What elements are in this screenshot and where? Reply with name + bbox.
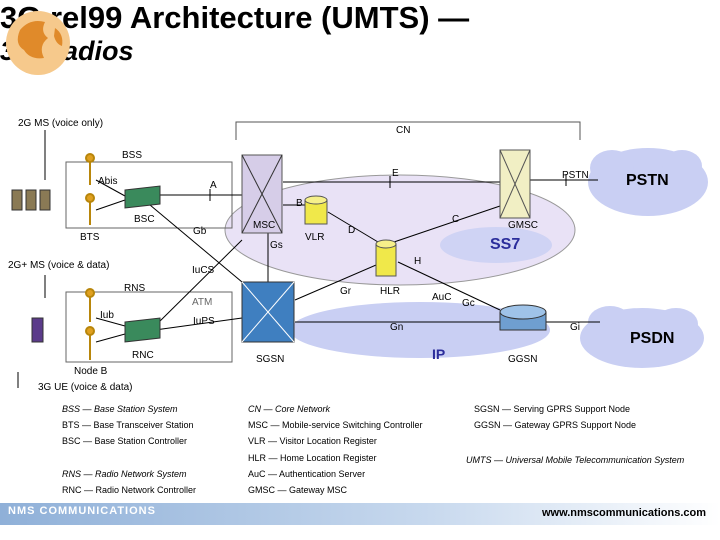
label-gn: Gn bbox=[390, 322, 404, 333]
legend-item: AuC — Authentication Server bbox=[248, 469, 366, 479]
legend-item: GGSN — Gateway GPRS Support Node bbox=[474, 420, 637, 430]
label-auc: AuC bbox=[432, 292, 452, 303]
label-pstn-interface: PSTN bbox=[562, 170, 589, 181]
ss7-cloud-icon bbox=[440, 227, 552, 263]
rnc-icon bbox=[124, 317, 161, 343]
label-msc: MSC bbox=[253, 220, 276, 231]
label-ip: IP bbox=[432, 346, 446, 362]
label-pstn-cloud: PSTN bbox=[626, 172, 669, 189]
website-link[interactable]: www.nmscommunications.com bbox=[541, 507, 706, 519]
interface-lines bbox=[17, 130, 600, 388]
router-icon bbox=[499, 304, 547, 331]
label-bss: BSS bbox=[122, 150, 143, 161]
label-gmsc: GMSC bbox=[508, 220, 538, 231]
legend-item: MSC — Mobile-service Switching Controlle… bbox=[248, 420, 423, 430]
label-psdn: PSDN bbox=[630, 330, 675, 347]
legend-item: HLR — Home Location Register bbox=[248, 453, 377, 463]
label-atm: ATM bbox=[192, 297, 213, 308]
label-node-b: Node B bbox=[74, 366, 108, 377]
page-title: 3G rel99 Architecture (UMTS) — bbox=[0, 0, 470, 35]
phone-icon bbox=[11, 189, 51, 343]
label-gs: Gs bbox=[270, 240, 283, 251]
legend-item: UMTS — Universal Mobile Telecommunicatio… bbox=[466, 455, 685, 465]
label-2g-ms: 2G MS (voice only) bbox=[18, 118, 104, 129]
label-3g-ue: 3G UE (voice & data) bbox=[38, 382, 133, 393]
label-gi: Gi bbox=[570, 322, 580, 333]
label-iups: IuPS bbox=[193, 316, 215, 327]
label-gb: Gb bbox=[193, 226, 207, 237]
psdn-cloud-icon bbox=[580, 306, 704, 368]
label-iucs: IuCS bbox=[192, 265, 215, 276]
label-gc: Gc bbox=[462, 298, 475, 309]
legend-item: SGSN — Serving GPRS Support Node bbox=[474, 404, 631, 414]
label-2g-plus-ms: 2G+ MS (voice & data) bbox=[8, 260, 110, 271]
legend-item: BSC — Base Station Controller bbox=[62, 436, 188, 446]
label-sgsn: SGSN bbox=[256, 354, 285, 365]
label-rns: RNS bbox=[124, 283, 146, 294]
label-rnc: RNC bbox=[132, 350, 154, 361]
company-logo: NMS COMMUNICATIONS bbox=[8, 505, 156, 517]
label-e: E bbox=[392, 168, 399, 179]
vlr-node bbox=[304, 195, 328, 225]
legend-item: RNC — Radio Network Controller bbox=[62, 485, 197, 495]
label-a: A bbox=[210, 180, 217, 191]
ip-cloud-icon bbox=[290, 302, 550, 358]
label-h: H bbox=[414, 256, 422, 267]
legend-item: RNS — Radio Network System bbox=[62, 469, 187, 479]
label-bsc: BSC bbox=[134, 214, 155, 225]
label-gr: Gr bbox=[340, 286, 352, 297]
legend-item: CN — Core Network bbox=[248, 404, 331, 414]
label-cn: CN bbox=[396, 125, 411, 136]
label-hlr: HLR bbox=[380, 286, 401, 297]
label-abis: Abis bbox=[98, 176, 118, 187]
legend-item: BSS — Base Station System bbox=[62, 404, 178, 414]
cn-bracket bbox=[235, 121, 581, 140]
sgsn-node bbox=[241, 281, 295, 343]
globe-icon bbox=[6, 11, 70, 75]
label-ss7: SS7 bbox=[490, 236, 521, 253]
legend-item: GMSC — Gateway MSC bbox=[248, 485, 348, 495]
legend-item: VLR — Visitor Location Register bbox=[248, 436, 377, 446]
label-c: C bbox=[452, 214, 460, 225]
label-b: B bbox=[296, 198, 303, 209]
hlr-node bbox=[375, 239, 397, 277]
bsc-icon bbox=[124, 185, 161, 209]
label-bts: BTS bbox=[80, 232, 100, 243]
label-vlr: VLR bbox=[305, 232, 325, 243]
label-ggsn: GGSN bbox=[508, 354, 538, 365]
antenna-icon bbox=[85, 153, 95, 360]
footer-band bbox=[0, 503, 720, 525]
label-iub: Iub bbox=[100, 310, 114, 321]
rns-box bbox=[65, 291, 233, 363]
pstn-cloud-icon bbox=[588, 148, 708, 216]
msc-node bbox=[241, 154, 283, 234]
gmsc-node bbox=[499, 149, 531, 219]
legend-item: BTS — Base Transceiver Station bbox=[62, 420, 194, 430]
label-d: D bbox=[348, 225, 356, 236]
